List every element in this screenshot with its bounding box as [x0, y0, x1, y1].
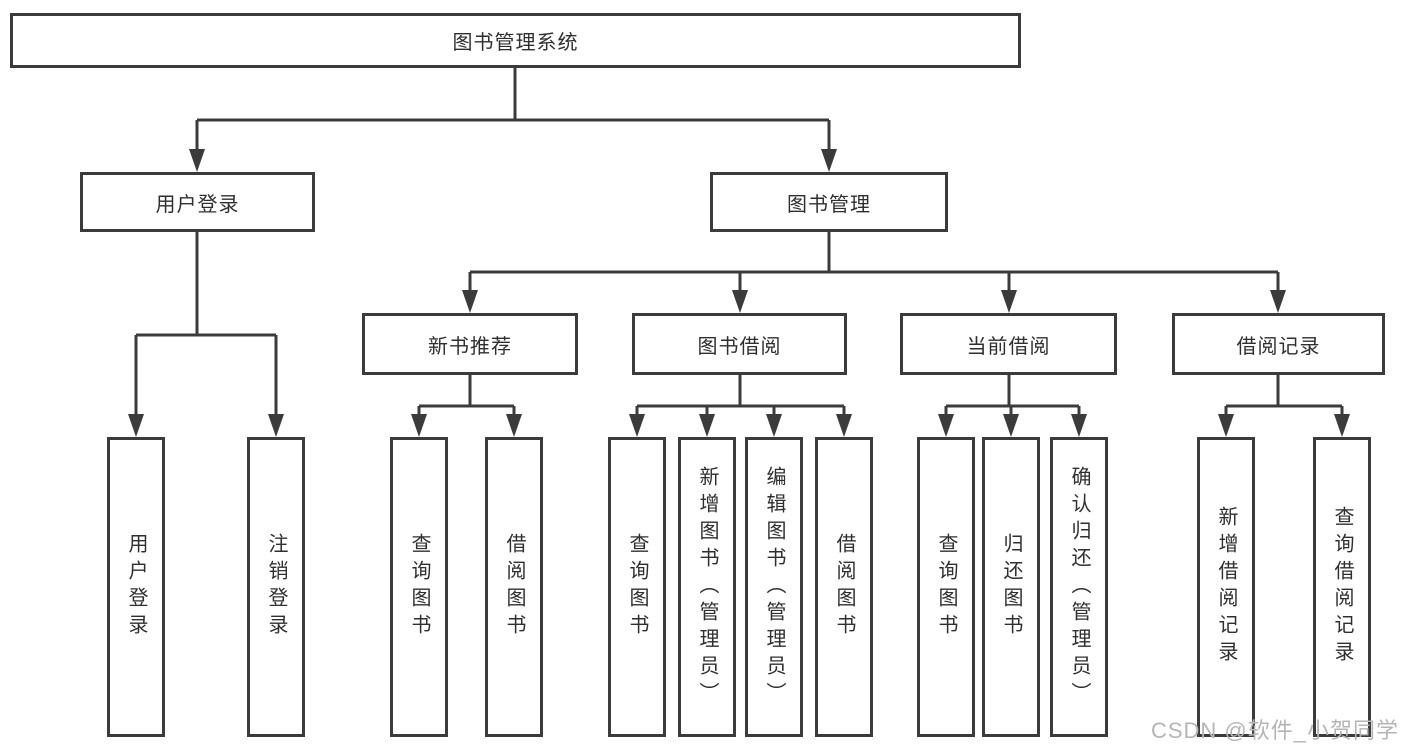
connector-book-mgmt-branch — [468, 232, 1280, 293]
node-label: 图书管理 — [787, 193, 871, 216]
node-book-management: 图书管理 — [710, 172, 948, 232]
arrow-icon — [506, 414, 522, 437]
arrowheads — [128, 149, 1350, 437]
connector-user-login-branch — [134, 232, 278, 416]
node-label: 归还图书 — [1000, 533, 1022, 641]
arrow-icon — [629, 414, 645, 437]
arrow-icon — [1270, 290, 1286, 313]
arrow-icon — [128, 414, 144, 437]
connector-current-borrow-branch — [944, 375, 1081, 416]
node-book-borrowing: 图书借阅 — [632, 313, 847, 375]
arrow-icon — [1218, 414, 1234, 437]
node-leaf-borrow-book: 借阅图书 — [815, 437, 873, 737]
node-borrow-records: 借阅记录 — [1172, 313, 1385, 375]
node-label: 借阅图书 — [503, 533, 525, 641]
connector-book-borrow-branch — [635, 375, 846, 416]
arrow-icon — [821, 149, 837, 172]
node-leaf-add-book-admin: 新增图书（管理员） — [678, 437, 736, 737]
node-leaf-borrow-book-recommend: 借阅图书 — [485, 437, 543, 737]
node-label: 编辑图书（管理员） — [763, 465, 785, 709]
node-leaf-query-borrow-record: 查询借阅记录 — [1313, 437, 1371, 737]
connector-root-branch — [195, 68, 831, 152]
arrow-icon — [268, 414, 284, 437]
arrow-icon — [1334, 414, 1350, 437]
connector-new-book-branch — [417, 375, 516, 416]
node-label: 图书管理系统 — [452, 32, 579, 54]
node-leaf-confirm-return-admin: 确认归还（管理员） — [1050, 437, 1108, 737]
node-leaf-edit-book-admin: 编辑图书（管理员） — [745, 437, 803, 737]
arrow-icon — [836, 414, 852, 437]
arrow-icon — [1003, 414, 1019, 437]
node-label: 确认归还（管理员） — [1068, 465, 1090, 709]
node-label: 查询图书 — [408, 533, 430, 641]
node-label: 查询借阅记录 — [1331, 506, 1353, 668]
arrow-icon — [411, 414, 427, 437]
node-label: 新增图书（管理员） — [696, 465, 718, 709]
arrow-icon — [938, 414, 954, 437]
node-leaf-logout: 注销登录 — [247, 437, 305, 737]
arrow-icon — [732, 290, 748, 313]
node-label: 借阅图书 — [833, 533, 855, 641]
node-label: 新书推荐 — [428, 335, 512, 358]
node-current-borrowing: 当前借阅 — [900, 313, 1117, 375]
node-new-book-recommend: 新书推荐 — [362, 313, 578, 375]
node-label: 查询图书 — [626, 533, 648, 641]
node-label: 用户登录 — [125, 533, 147, 641]
arrow-icon — [462, 290, 478, 313]
node-root: 图书管理系统 — [10, 13, 1021, 68]
node-label: 用户登录 — [155, 193, 240, 216]
arrow-icon — [1001, 290, 1017, 313]
node-label: 新增借阅记录 — [1215, 506, 1237, 668]
node-user-login: 用户登录 — [80, 172, 315, 232]
node-leaf-return-book: 归还图书 — [982, 437, 1040, 737]
node-leaf-query-book-borrowing: 查询图书 — [608, 437, 666, 737]
node-leaf-query-book-current: 查询图书 — [917, 437, 975, 737]
arrow-icon — [766, 414, 782, 437]
node-label: 当前借阅 — [966, 335, 1051, 358]
node-label: 图书借阅 — [697, 335, 782, 358]
node-label: 借阅记录 — [1236, 335, 1321, 358]
node-leaf-user-login: 用户登录 — [107, 437, 165, 737]
arrow-icon — [1071, 414, 1087, 437]
arrow-icon — [189, 149, 205, 172]
watermark: CSDN @软件_小贺同学 — [1150, 718, 1399, 743]
node-leaf-query-book-recommend: 查询图书 — [390, 437, 448, 737]
node-label: 查询图书 — [935, 533, 957, 641]
connector-borrow-record-branch — [1224, 375, 1344, 416]
arrow-icon — [699, 414, 715, 437]
node-leaf-add-borrow-record: 新增借阅记录 — [1197, 437, 1255, 737]
node-label: 注销登录 — [265, 533, 287, 641]
